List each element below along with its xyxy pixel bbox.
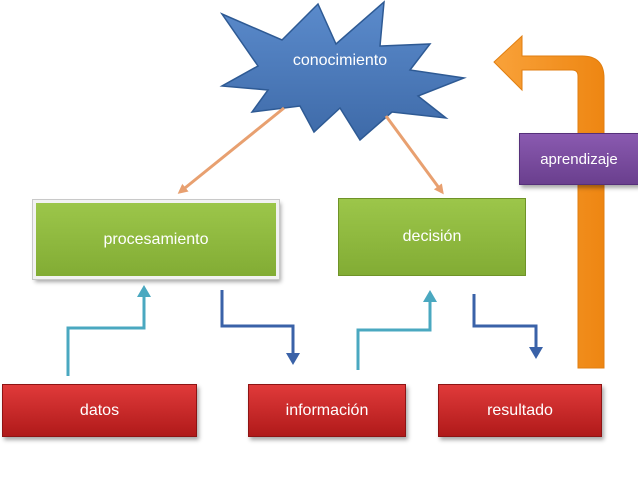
resultado-box: resultado: [438, 384, 602, 437]
arrow-conocimiento-to-procesamiento: [177, 106, 285, 194]
conocimiento-star-shape: [219, 0, 467, 142]
conocimiento-label: conocimiento: [292, 52, 388, 69]
decision-label: decisión: [402, 228, 462, 245]
aprendizaje-box: aprendizaje: [519, 133, 638, 185]
datos-label: datos: [79, 401, 120, 419]
arrow-datos-to-procesamiento: [66, 285, 151, 376]
procesamiento-box: procesamiento: [32, 199, 280, 280]
resultado-label: resultado: [487, 401, 553, 419]
procesamiento-label: procesamiento: [103, 230, 209, 248]
arrow-procesamiento-to-informacion: [220, 290, 300, 365]
decision-box: decisión: [338, 198, 526, 276]
arrow-informacion-to-decision: [356, 290, 437, 370]
arrow-conocimiento-to-decision: [384, 115, 444, 195]
aprendizaje-feedback-arrow: [493, 34, 605, 369]
informacion-label: información: [285, 401, 369, 419]
aprendizaje-label: aprendizaje: [540, 150, 618, 168]
datos-box: datos: [2, 384, 197, 437]
arrow-decision-to-resultado: [472, 294, 543, 359]
informacion-box: información: [248, 384, 406, 437]
